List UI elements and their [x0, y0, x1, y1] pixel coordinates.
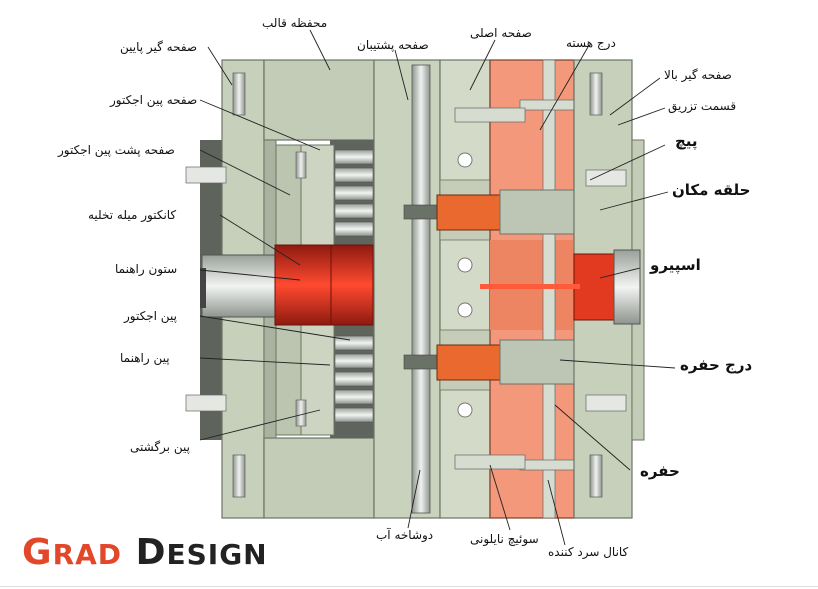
brand-word-1: RAD [52, 538, 123, 571]
label-locating-ring: حلقه مکان [672, 181, 751, 199]
label-main-plate: صفحه اصلی [470, 26, 532, 40]
nylon-switches [454, 107, 526, 470]
label-ejector-pin: پین اجکتور [124, 309, 177, 323]
label-nylon-switch: سوئیچ نایلونی [470, 532, 539, 546]
label-ejector-rod-connector: کانکتور میله تخلیه [88, 208, 177, 222]
guide-column [200, 254, 281, 318]
label-back-plate: صفحه پشتیبان [357, 38, 429, 52]
footer-divider [0, 586, 818, 587]
label-sprue-section: قسمت تزریق [668, 99, 737, 113]
label-return-pin: پین برگشتی [130, 440, 190, 454]
brand-word-2: ESIGN [166, 538, 268, 571]
screws [185, 166, 627, 412]
label-mold-housing: محفظه قالب [262, 16, 328, 30]
brand-initial-2: D [135, 532, 167, 573]
label-bottom-clamp-plate: صفحه گیر پایین [120, 40, 198, 54]
label-guide-pin: پین راهنما [120, 351, 170, 365]
label-core-insert: درج هسته [566, 36, 616, 50]
label-ejector-pin-plate: صفحه پین اجکتور [110, 93, 198, 107]
back-plate [373, 59, 441, 519]
leader-lines [199, 29, 676, 546]
brand-initial-1: G [22, 532, 53, 573]
label-screw: پیچ [675, 132, 698, 150]
label-water-fork: دوشاخه آب [376, 528, 434, 542]
label-cavity-insert: درج حفره [680, 356, 753, 374]
core-insert [436, 189, 581, 385]
brand-logo: GRAD DESIGN [22, 532, 268, 573]
label-sprue: اسپیرو [650, 256, 701, 274]
sprue-bushing [480, 249, 641, 325]
label-ejector-pin-back-plate: صفحه پشت پین اجکتور [58, 143, 175, 157]
ejector-pins-stack [334, 149, 374, 423]
ejector-rod-connector [274, 244, 374, 326]
label-cooling-channel: کانال سرد کننده [548, 545, 629, 559]
label-top-clamp-plate: صفحه گیر بالا [664, 68, 732, 82]
label-cavity: حفره [640, 462, 680, 480]
label-guide-column: ستون راهنما [115, 262, 178, 276]
